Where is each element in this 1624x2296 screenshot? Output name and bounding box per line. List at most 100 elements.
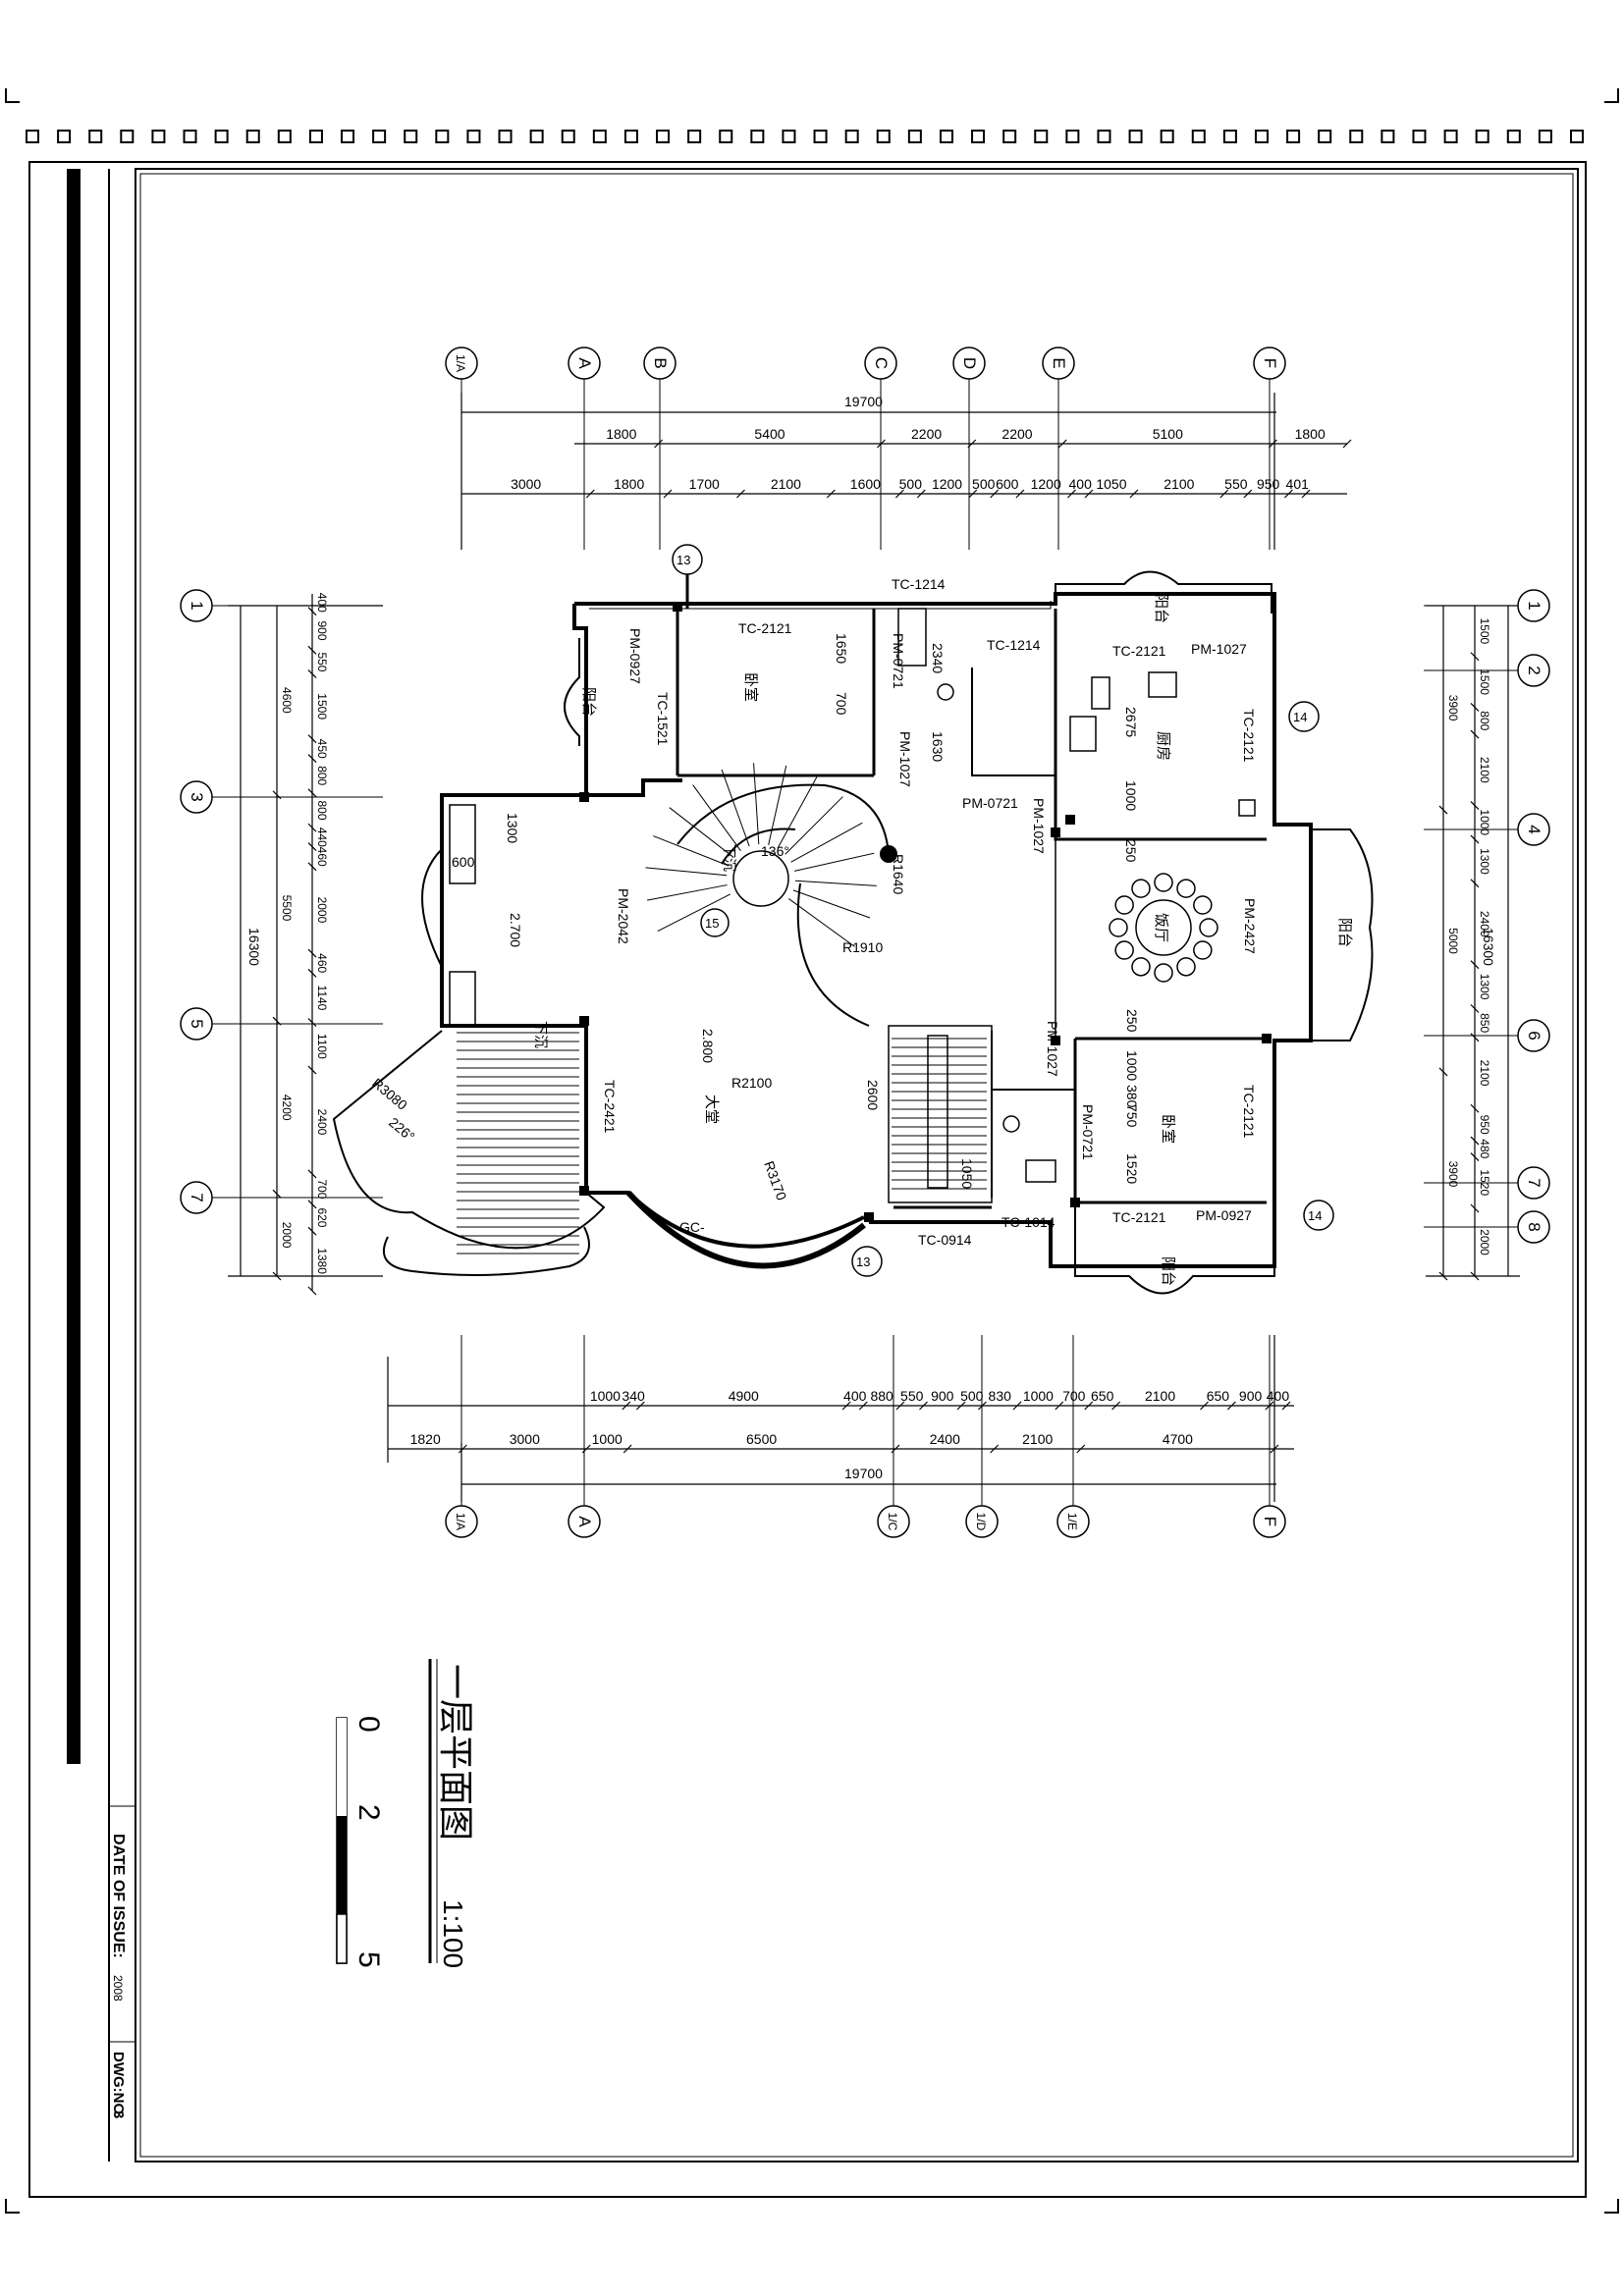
label-gc: GC- [679, 1219, 705, 1235]
label-d-1630: 1630 [930, 731, 946, 762]
axis-bottom-5-label: F [1261, 1517, 1279, 1526]
dim-tick [858, 1401, 868, 1411]
axis-bottom-2-label: 1/C [886, 1513, 899, 1531]
dim-tick [1470, 834, 1480, 844]
axis-right-1-label: 2 [1525, 666, 1543, 674]
dim-right-row2-1: 5000 [1446, 928, 1460, 954]
axis-bottom-3: 1/D [965, 1505, 999, 1538]
dim-left-row3-10: 460 [315, 953, 329, 973]
sheet-frame [28, 161, 1587, 2198]
axis-top-6: F [1253, 347, 1286, 380]
dim-top-row3-9: 1200 [1031, 476, 1061, 492]
border-square [750, 130, 765, 143]
border-square [623, 130, 638, 143]
dim-tick [307, 842, 317, 851]
dim-bottom-row1-15: 400 [1267, 1388, 1290, 1404]
dim-right-row3-10: 950 [1478, 1115, 1491, 1135]
crop-marks [5, 88, 1619, 2214]
dim-bottom-row2-3: 6500 [746, 1431, 777, 1447]
dim-tick [1268, 439, 1277, 449]
axis-right-1: 2 [1517, 654, 1550, 687]
dim-tick [307, 734, 317, 744]
stair-tread-spiral [669, 807, 734, 858]
label-pm-0721-a: PM-0721 [962, 795, 1018, 811]
axis-bottom-1-label: A [575, 1516, 594, 1527]
axis-top-3-label: C [872, 357, 891, 369]
room-dining: 饭厅 [1153, 913, 1169, 942]
dim-tick [895, 1401, 905, 1411]
border-square [844, 130, 859, 143]
dim-bottom-row1-14: 900 [1239, 1388, 1263, 1404]
date-of-issue-value: 2008 [111, 1975, 125, 2002]
dim-bottom-row2-4: 2400 [930, 1431, 960, 1447]
dim-top-row3-14: 950 [1257, 476, 1280, 492]
axis-left-0: 1 [180, 589, 213, 622]
column-post [1051, 1036, 1060, 1045]
axis-top-3: C [864, 347, 897, 380]
dim-top-row3-5: 500 [899, 476, 923, 492]
stair-tread-spiral [692, 784, 741, 851]
border-square [876, 130, 891, 143]
label-pm-2042: PM-2042 [616, 888, 631, 944]
border-square [1412, 130, 1427, 143]
dim-bottom-row2-6: 4700 [1163, 1431, 1193, 1447]
dining-chair [1193, 940, 1213, 960]
dim-left-row3-8: 460 [315, 847, 329, 867]
axis-left-3-label: 7 [188, 1193, 206, 1201]
dim-tick [1084, 489, 1094, 499]
dim-tick [1281, 1401, 1291, 1411]
border-square [719, 130, 733, 143]
border-square [277, 130, 292, 143]
dim-tick [307, 669, 317, 679]
dim-tick [1076, 1444, 1086, 1454]
dim-left-row3-14: 700 [315, 1179, 329, 1199]
date-of-issue-label: DATE OF ISSUE: [110, 1834, 127, 1958]
dim-tick [1270, 1444, 1279, 1454]
label-stair-note: 下沉 [533, 1021, 549, 1048]
axis-top-2: B [643, 347, 677, 380]
dining-chair [1154, 873, 1173, 892]
border-square [1318, 130, 1332, 143]
dim-bottom-row1-12: 2100 [1145, 1388, 1175, 1404]
dim-tick [307, 948, 317, 958]
axis-left-0-label: 1 [188, 601, 206, 610]
dim-right-row2-2: 3900 [1446, 1161, 1460, 1188]
label-pm-0721-b: PM-0721 [891, 633, 906, 689]
border-square [308, 130, 323, 143]
scale-label-5: 5 [352, 1951, 385, 1968]
dim-tick [1226, 1401, 1236, 1411]
dim-top-row3-1: 1800 [614, 476, 644, 492]
room-balcony-top-left: 阳台 [580, 687, 597, 717]
border-square [1570, 130, 1584, 143]
label-r3170: R3170 [761, 1159, 789, 1202]
border-square [1097, 130, 1111, 143]
label-elev-2700: 2.700 [508, 913, 523, 947]
dim-bottom-row1-5: 550 [900, 1388, 924, 1404]
dim-left-row3-7: 440 [315, 828, 329, 847]
label-pm-0927-a: PM-0927 [627, 628, 643, 684]
room-bedroom-1: 卧室 [742, 672, 759, 702]
dim-left-row3-11: 1140 [315, 986, 329, 1011]
dim-tick [841, 1401, 851, 1411]
label-pm-0721-c: PM-0721 [1080, 1104, 1096, 1160]
dim-top-row3-10: 400 [1069, 476, 1093, 492]
dim-right-row3-9: 2100 [1478, 1060, 1491, 1087]
label-d-2600: 2600 [865, 1080, 881, 1110]
dim-tick [1470, 652, 1480, 662]
dim-tick [307, 1169, 317, 1179]
section-13-bottom: 13 [856, 1255, 870, 1269]
dim-tick [826, 489, 836, 499]
axis-bottom-0: 1/A [445, 1505, 478, 1538]
border-square [1065, 130, 1080, 143]
label-d-2340: 2340 [930, 643, 946, 673]
label-d-1000: 1000 [1123, 780, 1139, 811]
border-square [971, 130, 986, 143]
label-tc-1214-a: TC-1214 [892, 576, 946, 592]
dim-bottom-row1-2: 4900 [729, 1388, 759, 1404]
dim-tick [990, 1444, 1000, 1454]
dim-top-row3-15: 401 [1286, 476, 1310, 492]
dim-tick [307, 968, 317, 978]
dim-tick [1470, 1033, 1480, 1042]
axis-right-5-label: 8 [1525, 1222, 1543, 1231]
